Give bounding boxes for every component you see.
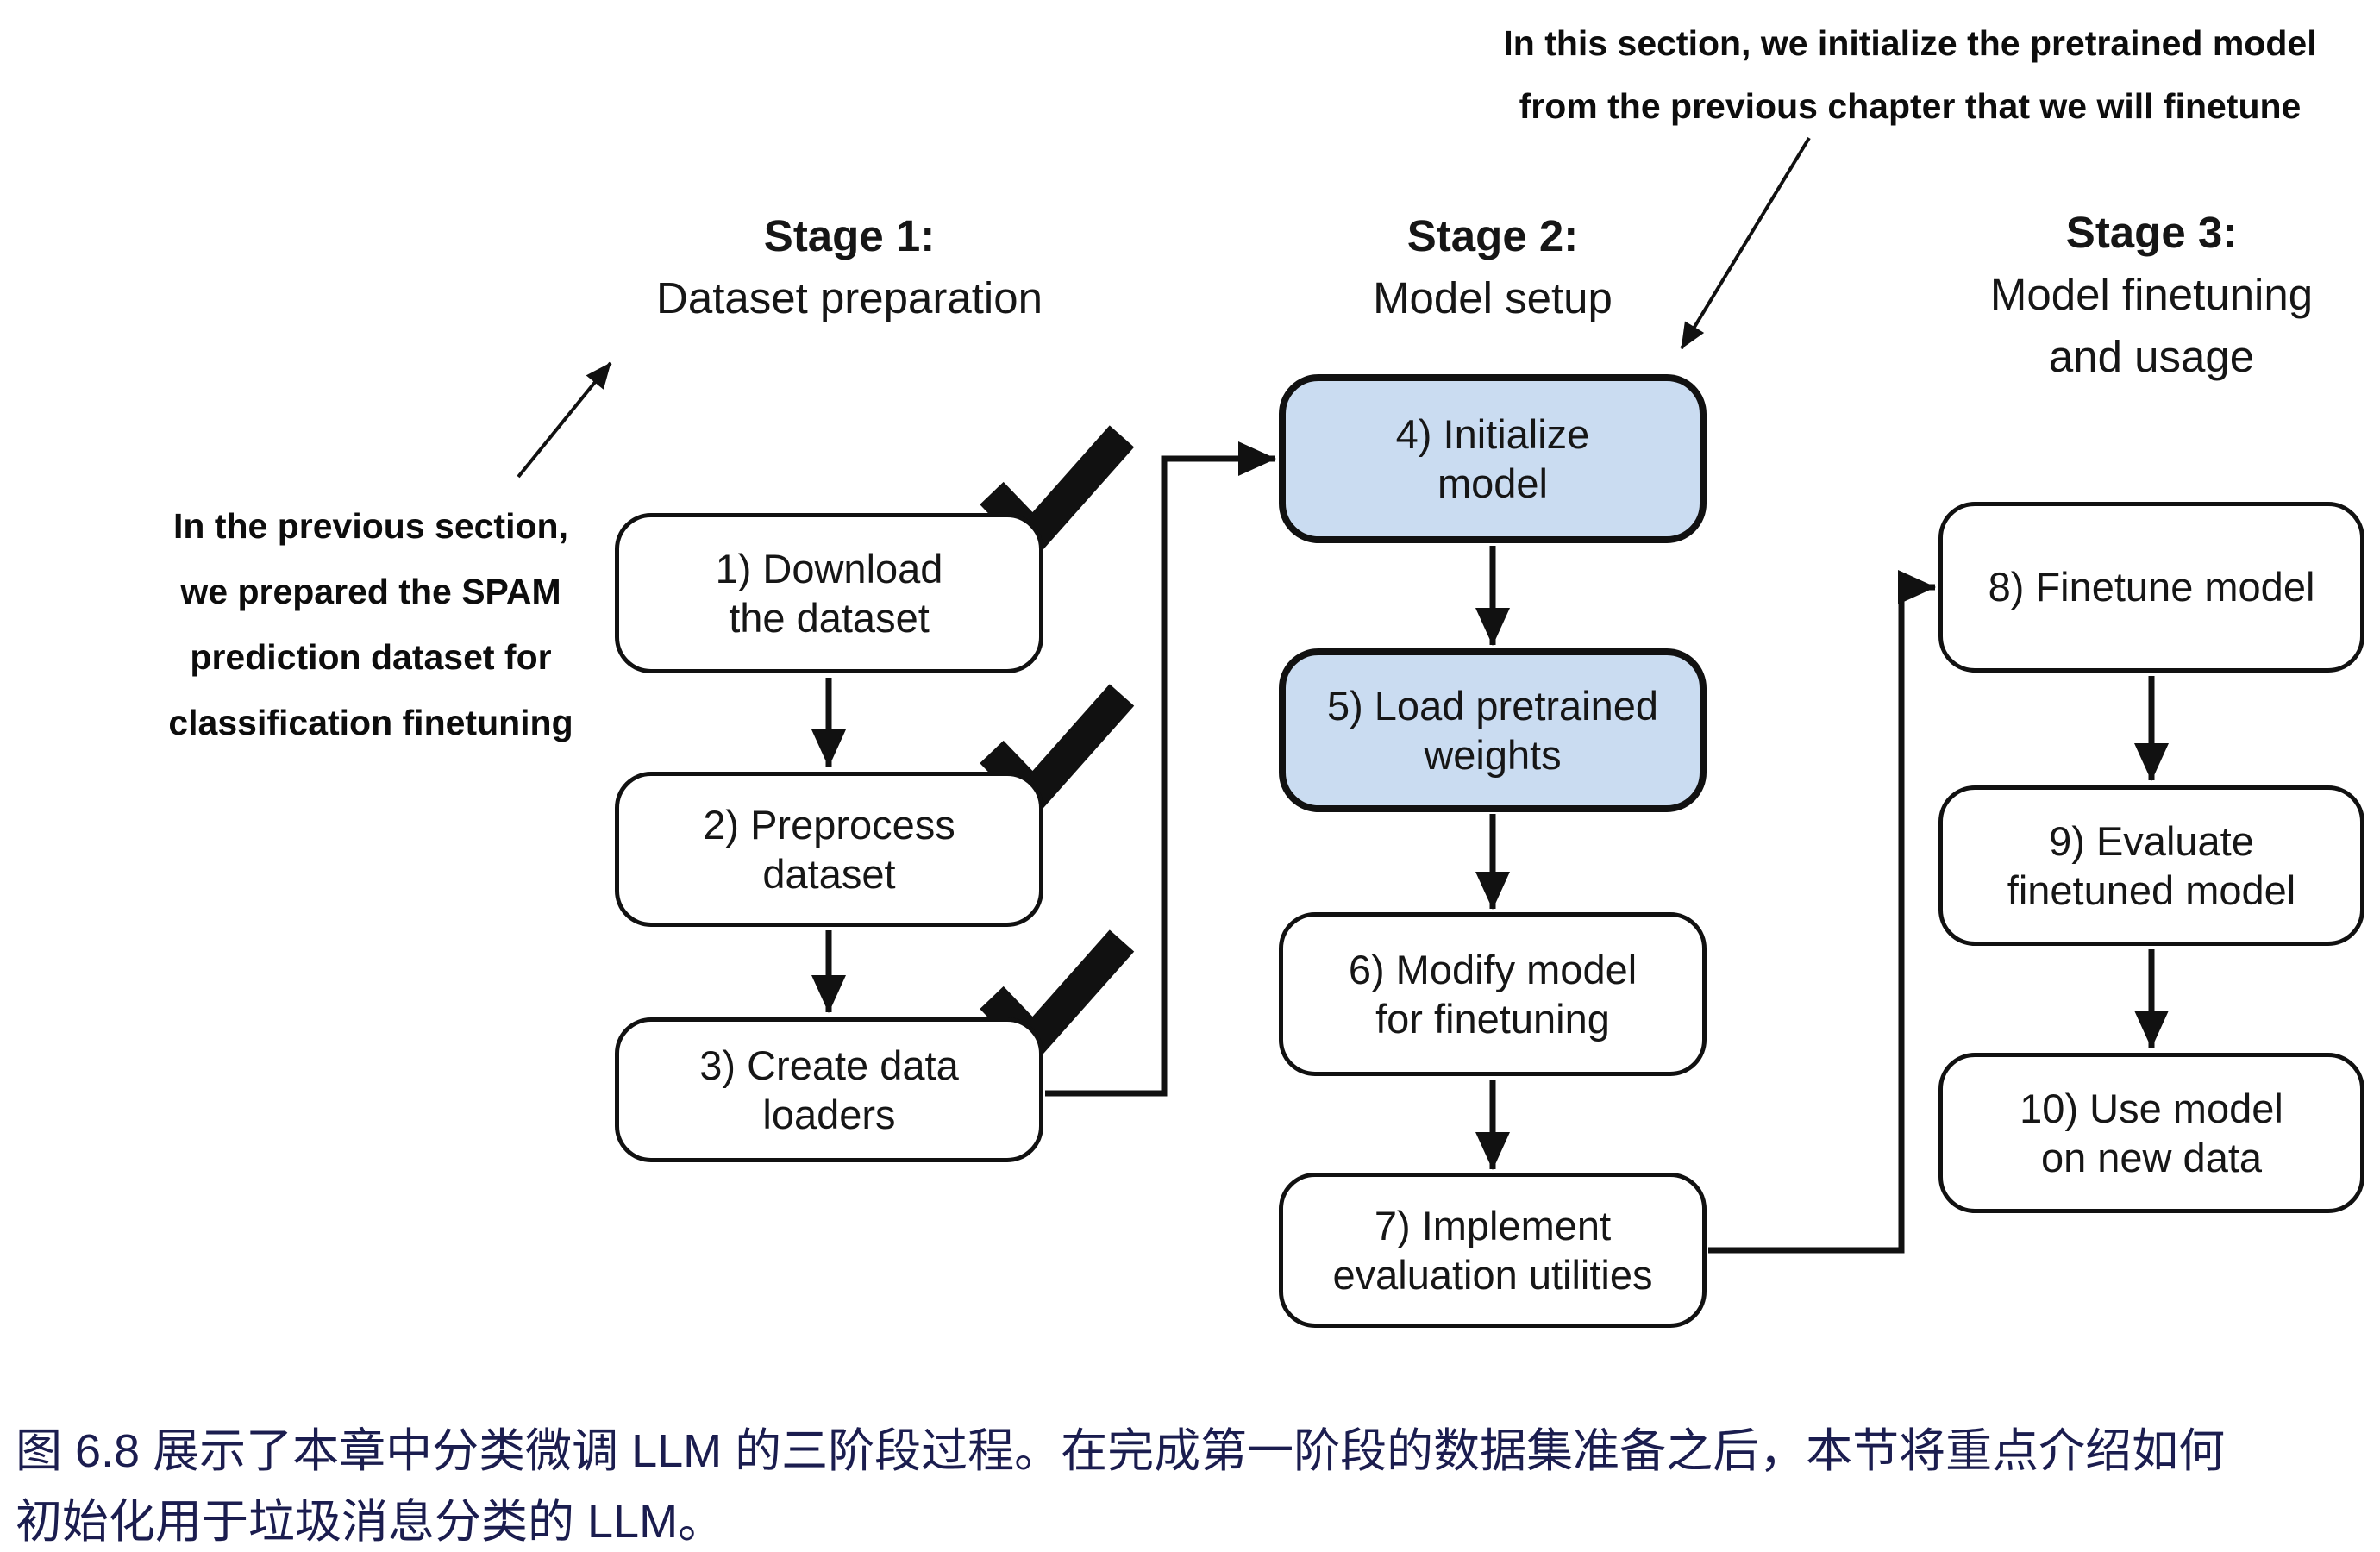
stage1-title: Stage 1: [763, 211, 936, 260]
arrow-top-annotation-to-box4 [1680, 136, 1811, 350]
box-1-download-dataset: 1) Download the dataset [615, 513, 1043, 673]
stage1-header: Stage 1: Dataset preparation [548, 205, 1151, 329]
stage2-subtitle: Model setup [1373, 273, 1613, 322]
box-5-load-pretrained-weights: 5) Load pretrained weights [1279, 648, 1707, 812]
box-9-evaluate-model: 9) Evaluate finetuned model [1938, 785, 2364, 946]
stage3-title: Stage 3: [2065, 208, 2238, 257]
box-2-preprocess-dataset: 2) Preprocess dataset [615, 772, 1043, 927]
connector-box3-to-box4 [1045, 441, 1276, 1097]
box-3-create-data-loaders: 3) Create data loaders [615, 1017, 1043, 1162]
stage1-subtitle: Dataset preparation [656, 273, 1043, 322]
box-4-initialize-model: 4) Initialize model [1279, 374, 1707, 543]
stage3-subtitle: Model finetuning and usage [1989, 270, 2314, 381]
stage2-header: Stage 2: Model setup [1191, 205, 1794, 329]
box-8-finetune-model: 8) Finetune model [1938, 502, 2364, 673]
box-6-modify-model: 6) Modify model for finetuning [1279, 912, 1707, 1076]
box-7-evaluation-utilities: 7) Implement evaluation utilities [1279, 1173, 1707, 1328]
annotation-left: In the previous section, we prepared the… [168, 506, 573, 742]
stage3-header: Stage 3: Model finetuning and usage [1850, 202, 2380, 388]
figure-caption: 图 6.8 展示了本章中分类微调 LLM 的三阶段过程。在完成第一阶段的数据集准… [16, 1425, 2226, 1548]
annotation-top: In this section, we initialize the pretr… [1503, 23, 2317, 126]
arrow-left-annotation-to-stage1 [517, 361, 612, 479]
stage2-title: Stage 2: [1406, 211, 1579, 260]
connector-box7-to-box8 [1708, 570, 1936, 1254]
box-10-use-model-new-data: 10) Use model on new data [1938, 1053, 2364, 1213]
